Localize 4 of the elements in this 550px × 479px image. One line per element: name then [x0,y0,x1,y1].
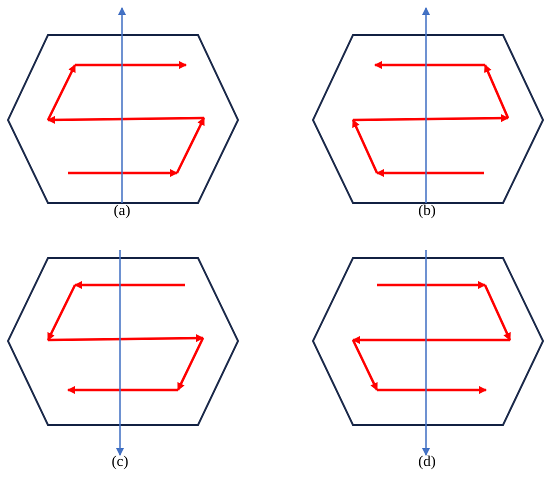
panel-label: (d) [418,454,436,471]
panel-label: (a) [114,203,130,220]
panel-label: (c) [112,454,128,471]
panel-label: (b) [418,203,436,220]
